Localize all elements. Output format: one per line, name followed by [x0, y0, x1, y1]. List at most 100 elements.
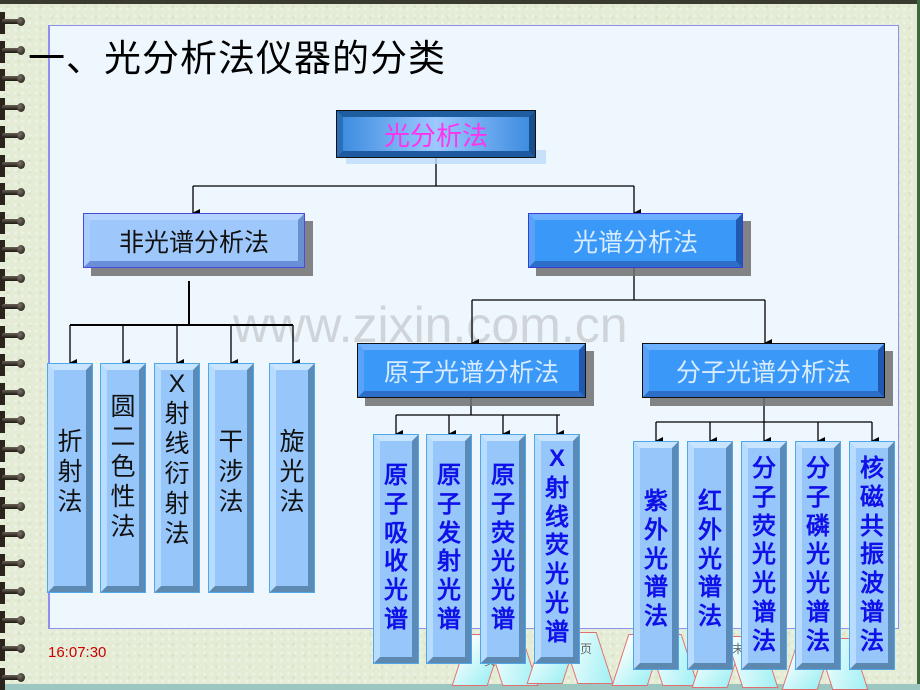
- leaf-char: 光: [384, 576, 408, 605]
- leaf-char: 射: [545, 473, 569, 502]
- leaf-box: 原子发射光谱: [426, 434, 472, 664]
- leaf-char: 光: [437, 576, 461, 605]
- top-border: [0, 0, 920, 4]
- leaf-char: 振: [860, 540, 884, 569]
- leaf-label: 干涉法: [209, 427, 253, 517]
- leaf-char: 二: [110, 422, 136, 451]
- leaf-char: 光: [279, 457, 305, 486]
- spiral-ring-icon: [0, 154, 26, 177]
- spiral-ring-icon: [0, 582, 26, 604]
- leaf-char: 射: [437, 547, 461, 576]
- molecular-spectral-box: 分子光谱分析法: [642, 343, 885, 398]
- leaf-label: 紫外光谱法: [634, 487, 678, 631]
- leaf-char: 原: [437, 461, 461, 489]
- leaf-label: 原子发射光谱: [427, 461, 471, 634]
- leaf-char: 色: [110, 452, 136, 481]
- leaf-char: 谱: [698, 573, 722, 602]
- leaf-char: 光: [545, 588, 569, 617]
- spiral-ring-icon: [0, 297, 26, 319]
- leaf-char: 谱: [491, 604, 515, 633]
- timestamp: 16:07:30: [48, 644, 107, 661]
- leaf-char: 谱: [545, 617, 569, 646]
- leaf-char: 原: [491, 461, 515, 489]
- leaf-box: 圆二色性法: [100, 363, 146, 593]
- leaf-char: 分: [806, 454, 830, 482]
- leaf-char: 发: [437, 518, 461, 547]
- spiral-ring-icon: [0, 382, 26, 405]
- leaf-char: 光: [752, 540, 776, 569]
- leaf-char: 性: [110, 482, 136, 511]
- leaf-label: 核磁共振波谱法: [850, 454, 894, 656]
- spiral-ring-icon: [0, 126, 26, 148]
- spiral-ring-icon: [0, 240, 26, 262]
- leaf-char: 子: [491, 489, 515, 518]
- molecular-spectral-label: 分子光谱分析法: [675, 357, 851, 387]
- leaf-label: 旋光法: [270, 427, 314, 517]
- spiral-ring-icon: [0, 325, 26, 348]
- leaf-char: 光: [806, 569, 830, 598]
- leaf-box: 核磁共振波谱法: [849, 441, 895, 670]
- leaf-char: 吸: [384, 518, 408, 547]
- atomic-spectral-label: 原子光谱分析法: [383, 357, 559, 387]
- leaf-box: 旋光法: [269, 363, 315, 593]
- spiral-binding: [0, 0, 30, 690]
- spiral-ring-icon: [0, 69, 26, 91]
- leaf-box: 干涉法: [208, 363, 254, 593]
- spiral-ring-icon: [0, 97, 26, 120]
- leaf-box: 红外光谱法: [687, 441, 733, 670]
- slide-title: 一、光分析法仪器的分类: [28, 37, 446, 80]
- leaf-box: 紫外光谱法: [633, 441, 679, 670]
- leaf-char: 核: [860, 454, 884, 482]
- leaf-char: 线: [164, 429, 190, 458]
- leaf-char: 法: [279, 487, 305, 516]
- spiral-ring-icon: [0, 610, 26, 633]
- leaf-box: 原子吸收光谱: [373, 434, 419, 664]
- spiral-ring-icon: [0, 40, 26, 63]
- leaf-char: 原: [384, 461, 408, 489]
- leaf-char: 谱: [437, 604, 461, 633]
- root-box: 光分析法: [336, 110, 536, 158]
- leaf-char: 光: [545, 560, 569, 589]
- leaf-label: 原子荧光光谱: [481, 461, 525, 634]
- leaf-char: 法: [698, 602, 722, 631]
- non-spectral-label: 非光谱分析法: [118, 227, 269, 257]
- leaf-char: 光: [644, 544, 668, 573]
- book-page-label: 页: [580, 642, 593, 656]
- leaf-char: 法: [752, 626, 776, 655]
- leaf-char: 法: [164, 519, 190, 548]
- spiral-ring-icon: [0, 639, 26, 661]
- leaf-char: 衍: [164, 459, 190, 488]
- leaf-char: 光: [806, 540, 830, 569]
- leaf-char: 射: [164, 489, 190, 518]
- spiral-ring-icon: [0, 553, 26, 576]
- leaf-char: 光: [698, 544, 722, 573]
- leaf-char: 子: [752, 482, 776, 511]
- spiral-ring-icon: [0, 468, 26, 490]
- leaf-label: 分子磷光光谱法: [796, 454, 840, 656]
- leaf-char: 共: [860, 511, 884, 540]
- leaf-char: 谱: [384, 604, 408, 633]
- leaf-char: 光: [491, 547, 515, 576]
- spiral-ring-icon: [0, 211, 26, 234]
- leaf-char: 谱: [752, 597, 776, 626]
- spiral-ring-icon: [0, 496, 26, 519]
- leaf-char: 干: [218, 427, 244, 456]
- leaf-char: 法: [218, 487, 244, 516]
- leaf-char: 分: [752, 454, 776, 482]
- spiral-ring-icon: [0, 439, 26, 462]
- leaf-label: 分子荧光光谱法: [742, 454, 786, 656]
- leaf-label: 原子吸收光谱: [374, 461, 418, 634]
- leaf-char: 光: [491, 576, 515, 605]
- non-spectral-box: 非光谱分析法: [83, 213, 305, 268]
- leaf-char: 红: [698, 487, 722, 515]
- spiral-ring-icon: [0, 268, 26, 291]
- leaf-char: 光: [752, 569, 776, 598]
- leaf-char: 法: [110, 512, 136, 541]
- leaf-char: X: [168, 370, 186, 398]
- leaf-char: 荧: [491, 518, 515, 547]
- leaf-char: 射: [164, 399, 190, 428]
- root-label: 光分析法: [383, 121, 488, 152]
- leaf-char: 法: [806, 626, 830, 655]
- leaf-char: 涉: [218, 457, 244, 486]
